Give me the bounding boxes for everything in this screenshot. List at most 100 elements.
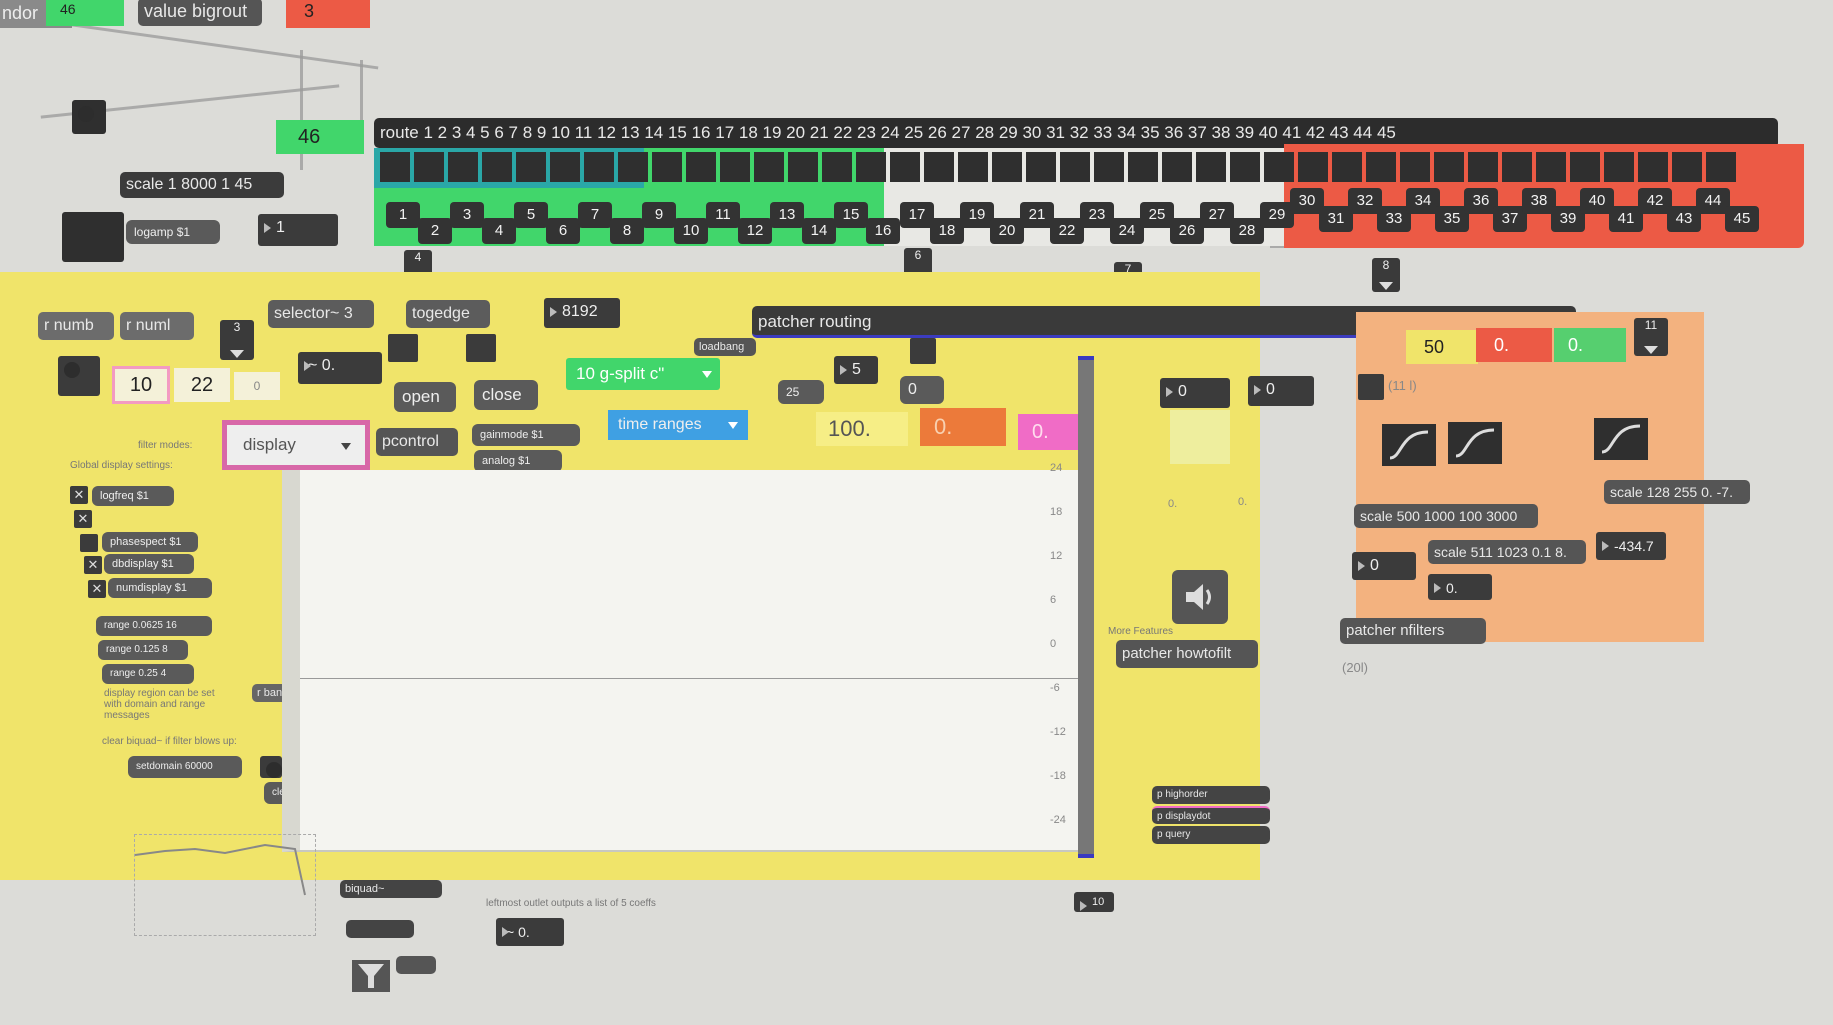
number-50[interactable]: 50 <box>1406 330 1478 364</box>
route-outlet-number-10[interactable]: 10 <box>674 218 708 244</box>
selector-object[interactable]: selector~ 3 <box>268 300 374 328</box>
route-outlet-number-21[interactable]: 21 <box>1020 202 1054 228</box>
route-outlet-number-41[interactable]: 41 <box>1609 206 1643 232</box>
r-numl-object[interactable]: r numl <box>120 312 194 340</box>
route-outlet-number-4[interactable]: 4 <box>482 218 516 244</box>
close-message[interactable]: close <box>474 380 538 410</box>
route-outlet-number-44[interactable]: 44 <box>1696 188 1730 214</box>
empty-number-box[interactable] <box>1170 410 1230 464</box>
dbdisplay-message[interactable]: dbdisplay $1 <box>104 554 194 574</box>
route-outlet-number-30[interactable]: 30 <box>1290 188 1324 214</box>
route-outlet-number-6[interactable]: 6 <box>546 218 580 244</box>
route-outlet-number-18[interactable]: 18 <box>930 218 964 244</box>
display-menu[interactable]: display <box>222 420 370 470</box>
toggle-x-icon[interactable]: ✕ <box>84 556 102 574</box>
toggle-x-icon[interactable]: ✕ <box>74 510 92 528</box>
number-0b-orange[interactable]: 0. <box>1428 574 1492 600</box>
number-100[interactable]: 100. <box>816 412 908 446</box>
number-0-orange[interactable]: 0 <box>1352 552 1416 580</box>
route-outlet-number-23[interactable]: 23 <box>1080 202 1114 228</box>
value-bigrout-object[interactable]: value bigrout <box>138 0 262 26</box>
route-outlet-number-35[interactable]: 35 <box>1435 206 1469 232</box>
analog-message[interactable]: analog $1 <box>474 450 562 472</box>
message-0[interactable]: 0 <box>900 376 944 404</box>
gsplit-menu[interactable]: 10 g-split c" <box>566 358 720 390</box>
number-1[interactable]: 1 <box>258 214 338 246</box>
route-outlet-number-19[interactable]: 19 <box>960 202 994 228</box>
toggle-off[interactable] <box>80 534 98 552</box>
route-outlet-number-39[interactable]: 39 <box>1551 206 1585 232</box>
toggle-orange[interactable] <box>1358 374 1384 400</box>
gate-11[interactable]: 11 <box>1634 318 1668 356</box>
unlabeled-object[interactable] <box>346 920 414 938</box>
patcher-nfilters-object[interactable]: patcher nfilters <box>1340 618 1486 644</box>
vertical-slider[interactable] <box>1078 356 1094 858</box>
route-outlet-number-12[interactable]: 12 <box>738 218 772 244</box>
range2-message[interactable]: range 0.125 8 <box>98 640 188 660</box>
signal-number-bottom[interactable]: ~ 0. <box>496 918 564 946</box>
curve-icon[interactable] <box>1382 424 1436 466</box>
route-outlet-number-37[interactable]: 37 <box>1493 206 1527 232</box>
number-green-orange[interactable]: 0. <box>1554 328 1626 362</box>
number-46[interactable]: 46 <box>276 120 364 154</box>
toggle-a[interactable] <box>388 334 418 362</box>
open-message[interactable]: open <box>394 382 456 412</box>
route-outlet-number-38[interactable]: 38 <box>1522 188 1556 214</box>
toggle-b[interactable] <box>466 334 496 362</box>
p-query-object[interactable]: p query <box>1152 826 1270 844</box>
filtergraph-display[interactable] <box>282 470 1078 852</box>
r-numb-object[interactable]: r numb <box>38 312 114 340</box>
scale-object[interactable]: scale 1 8000 1 45 <box>120 172 284 198</box>
setdomain-message[interactable]: setdomain 60000 <box>128 756 242 778</box>
number-box-0[interactable]: 0 <box>234 372 280 400</box>
number-neg434[interactable]: -434.7 <box>1596 532 1666 560</box>
phasespect-message[interactable]: phasespect $1 <box>102 532 198 552</box>
number-red-orange[interactable]: 0. <box>1476 328 1552 362</box>
small-object-bottom[interactable] <box>396 956 436 974</box>
route-outlet-number-11[interactable]: 11 <box>706 202 740 228</box>
route-outlet-number-25[interactable]: 25 <box>1140 202 1174 228</box>
route-outlet-number-32[interactable]: 32 <box>1348 188 1382 214</box>
route-outlet-number-22[interactable]: 22 <box>1050 218 1084 244</box>
number-10-bottom[interactable]: 10 <box>1074 892 1114 912</box>
number-box-22[interactable]: 22 <box>174 368 230 402</box>
route-outlet-number-29[interactable]: 29 <box>1260 202 1294 228</box>
route-outlet-number-40[interactable]: 40 <box>1580 188 1614 214</box>
number-box-10[interactable]: 10 <box>112 366 170 404</box>
curve-icon[interactable] <box>1594 418 1648 460</box>
scale-128-object[interactable]: scale 128 255 0. -7. <box>1604 480 1750 504</box>
route-outlet-number-17[interactable]: 17 <box>900 202 934 228</box>
number-5[interactable]: 5 <box>834 356 878 384</box>
p-highorder-object[interactable]: p highorder <box>1152 786 1270 804</box>
route-outlet-number-33[interactable]: 33 <box>1377 206 1411 232</box>
range1-message[interactable]: range 0.0625 16 <box>96 616 212 636</box>
range3-message[interactable]: range 0.25 4 <box>102 664 194 684</box>
speaker-icon[interactable] <box>1172 570 1228 624</box>
route-outlet-number-1[interactable]: 1 <box>386 202 420 228</box>
number-0-d[interactable]: 0 <box>1248 376 1314 406</box>
p-displaydot-object[interactable]: p displaydot <box>1152 806 1270 824</box>
route-outlet-number-36[interactable]: 36 <box>1464 188 1498 214</box>
dashed-object[interactable] <box>62 212 124 262</box>
togedge-object[interactable]: togedge <box>406 300 490 328</box>
loadbang-object[interactable]: loadbang <box>694 338 756 356</box>
gainmode-message[interactable]: gainmode $1 <box>472 424 580 446</box>
top-number-red[interactable]: 3 <box>286 0 370 28</box>
curve-icon[interactable] <box>1448 422 1502 464</box>
gate-8[interactable]: 8 <box>1372 258 1400 292</box>
toggle-c[interactable] <box>910 338 936 364</box>
number-pink[interactable]: 0. <box>1018 414 1080 450</box>
route-outlet-number-7[interactable]: 7 <box>578 202 612 228</box>
route-object[interactable]: route 1 2 3 4 5 6 7 8 9 10 11 12 13 14 1… <box>374 118 1778 148</box>
number-red[interactable]: 0. <box>920 408 1006 446</box>
route-outlet-number-14[interactable]: 14 <box>802 218 836 244</box>
message-25[interactable]: 25 <box>778 380 824 404</box>
bang-button[interactable] <box>72 100 106 134</box>
route-outlet-number-2[interactable]: 2 <box>418 218 452 244</box>
funnel-icon[interactable] <box>352 960 390 992</box>
route-outlet-number-3[interactable]: 3 <box>450 202 484 228</box>
patcher-howtofilt-object[interactable]: patcher howtofilt <box>1116 640 1258 668</box>
route-outlet-number-15[interactable]: 15 <box>834 202 868 228</box>
number-0-c[interactable]: 0 <box>1160 378 1230 408</box>
biquad-object[interactable]: biquad~ <box>340 880 442 898</box>
